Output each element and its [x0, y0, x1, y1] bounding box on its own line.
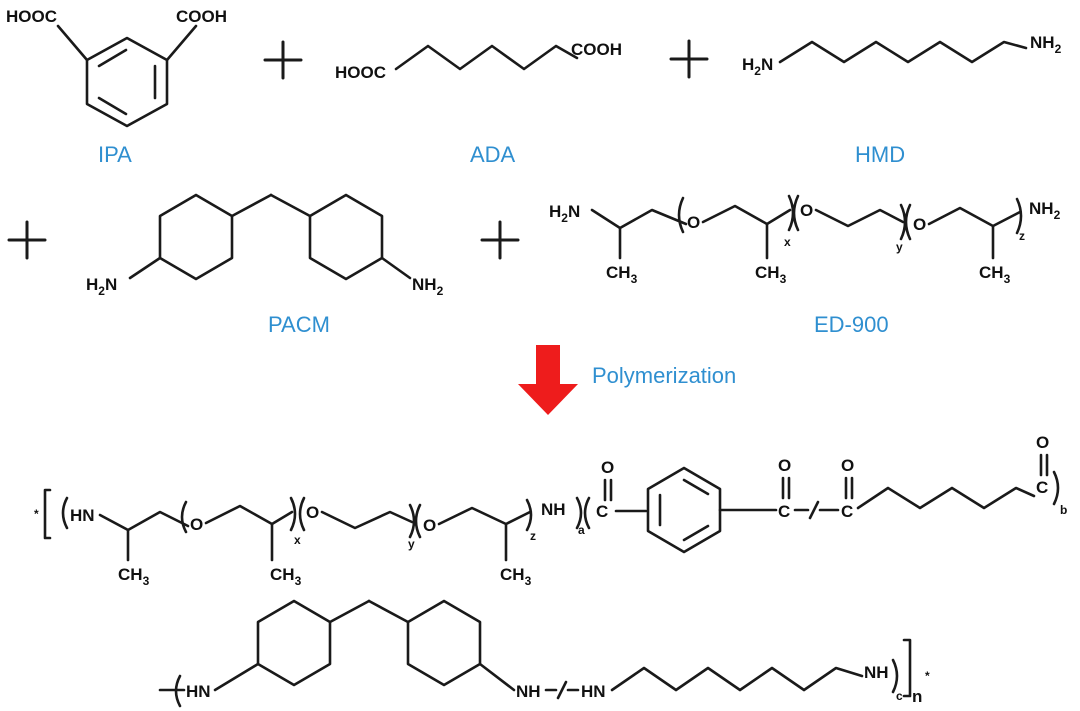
polymer-o-c4: O [1036, 433, 1049, 452]
ed900-label: ED-900 [814, 312, 889, 337]
bracket-x-close [787, 194, 795, 232]
ipa-structure: HOOC COOH [6, 7, 227, 128]
bracket-y-close [408, 503, 416, 539]
bracket-z-open [414, 503, 422, 539]
bracket-y-open [792, 194, 800, 232]
bracket-x-open [180, 500, 188, 534]
polymer-hn-mid: HN [581, 682, 606, 701]
pacm-label: PACM [268, 312, 330, 337]
polymer-c1: C [596, 502, 608, 521]
hmd-nh2: NH2 [1030, 33, 1062, 56]
bracket-z-close [1015, 197, 1023, 235]
bracket-a-open [61, 496, 69, 530]
plus-sign-4 [480, 220, 520, 260]
bracket-y-open [298, 496, 306, 532]
outer-bracket-open [43, 488, 52, 540]
ed900-nh2: NH2 [1029, 199, 1061, 222]
polymer-ch3-1: CH3 [118, 565, 150, 588]
ed900-ch3-2: CH3 [755, 263, 787, 286]
polymer-o-c3: O [841, 456, 854, 475]
hmd-structure: H2N NH2 [742, 33, 1062, 78]
ada-label: ADA [470, 142, 516, 167]
bracket-a-close [575, 496, 583, 530]
pacm-nh2: NH2 [412, 275, 444, 298]
chain-end-star-2: * [925, 669, 930, 683]
polymer-ch3-2: CH3 [270, 565, 302, 588]
bracket-c-close [891, 658, 899, 694]
polymerization-label: Polymerization [592, 363, 736, 388]
polymer-n: n [912, 687, 922, 706]
polymer-nh: NH [541, 500, 566, 519]
ed900-o2: O [800, 201, 813, 220]
ipa-cooh-left: HOOC [6, 7, 57, 26]
polymer-nh-mid: NH [516, 682, 541, 701]
ed900-h2n: H2N [549, 202, 580, 225]
chain-end-star: * [34, 507, 39, 521]
plus-sign-3 [7, 220, 47, 260]
ada-structure: HOOC COOH [335, 40, 622, 82]
bracket-z-close [525, 498, 533, 532]
outer-bracket-close [902, 638, 912, 698]
bracket-b-close [1052, 470, 1060, 506]
polymer-hn: HN [70, 506, 95, 525]
pacm-structure: H2N NH2 [86, 193, 444, 298]
hmd-label: HMD [855, 142, 905, 167]
polymer-b: b [1060, 503, 1067, 517]
polymer-o1: O [190, 515, 203, 534]
ed900-o1: O [687, 213, 700, 232]
reaction-arrow [518, 345, 578, 415]
polymer-c: c [896, 689, 903, 703]
polymer-x: x [294, 533, 301, 547]
ada-hooc: HOOC [335, 63, 386, 82]
pacm-h2n: H2N [86, 275, 117, 298]
polymer-o-c1: O [601, 458, 614, 477]
plus-sign-1 [263, 40, 303, 80]
polymer-a: a [578, 523, 585, 537]
arrow-shape [518, 345, 578, 415]
polymer-row-1: * HN CH3 O CH3 x O y O CH3 z NH a C O [34, 433, 1067, 588]
ed900-o3: O [913, 215, 926, 234]
bracket-z-open [904, 203, 912, 241]
ed900-ch3-3: CH3 [979, 263, 1011, 286]
ed900-z: z [1019, 229, 1025, 243]
polymer-c2: C [778, 502, 790, 521]
bracket-x-open [677, 196, 685, 234]
bracket-b-open [583, 496, 591, 530]
polymer-ch3-3: CH3 [500, 565, 532, 588]
ada-cooh: COOH [571, 40, 622, 59]
ipa-cooh-right: COOH [176, 7, 227, 26]
hmd-h2n: H2N [742, 55, 773, 78]
ed900-structure: H2N CH3 O CH3 x O y O CH3 z NH2 [549, 194, 1061, 286]
ed900-x: x [784, 235, 791, 249]
ipa-label: IPA [98, 142, 132, 167]
ed900-y: y [896, 240, 903, 254]
polymer-o-c2: O [778, 456, 791, 475]
polymer-nh-right: NH [864, 663, 889, 682]
polymer-row-2: HN NH HN NH c n * [158, 599, 930, 708]
polymer-o2: O [306, 503, 319, 522]
polymer-z: z [530, 529, 536, 543]
polymer-c4: C [1036, 478, 1048, 497]
bracket-x-close [289, 496, 297, 532]
ed900-ch3-1: CH3 [606, 263, 638, 286]
polymer-o3: O [423, 516, 436, 535]
polymer-hn-left: HN [186, 682, 211, 701]
polymer-c3: C [841, 502, 853, 521]
polymer-y: y [408, 537, 415, 551]
plus-sign-2 [669, 39, 709, 79]
